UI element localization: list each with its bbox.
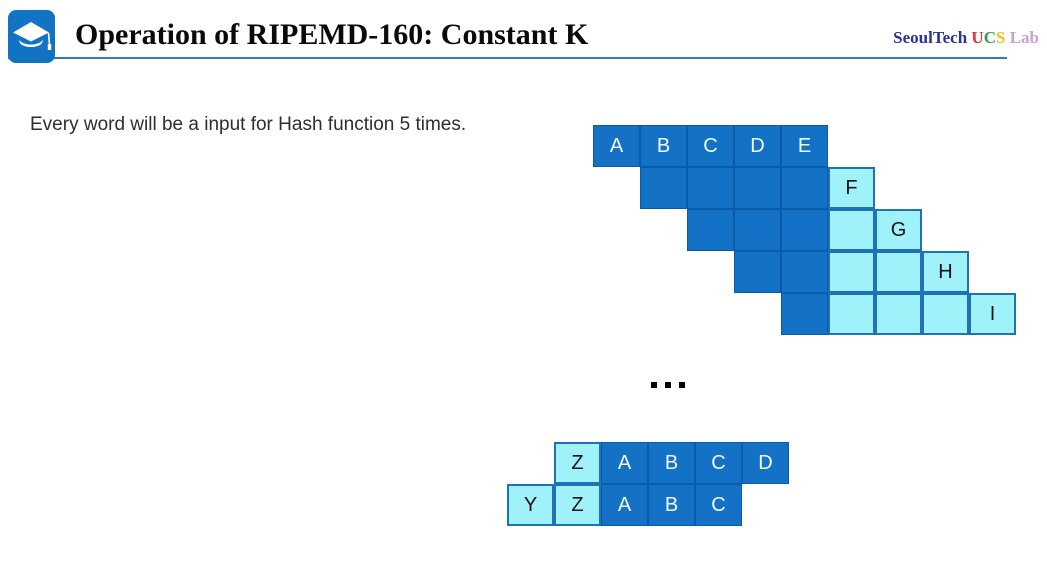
diagram-cell-h: H <box>922 251 969 293</box>
diagram-cell-a: A <box>601 484 648 526</box>
diagram-cell <box>687 167 734 209</box>
diagram-cell-c: C <box>695 442 742 484</box>
brand-part: SeoulTech <box>893 28 972 47</box>
graduation-cap-icon-svg <box>8 10 55 63</box>
brand-seoultech-ucs-lab: SeoulTech UCS Lab <box>893 28 1039 48</box>
diagram-cell <box>922 293 969 335</box>
diagram-cell <box>734 251 781 293</box>
diagram-cell-b: B <box>648 484 695 526</box>
diagram-cell <box>734 167 781 209</box>
diagram-cell-c: C <box>687 125 734 167</box>
diagram-cell-d: D <box>742 442 789 484</box>
header-divider <box>8 57 1007 59</box>
diagram-cell-g: G <box>875 209 922 251</box>
diagram-cell-b: B <box>648 442 695 484</box>
diagram-cell <box>781 167 828 209</box>
diagram-cell-e: E <box>781 125 828 167</box>
diagram-cell <box>640 167 687 209</box>
diagram-cell <box>828 251 875 293</box>
diagram-cell <box>781 251 828 293</box>
diagram-cell <box>828 209 875 251</box>
diagram-cell-i: I <box>969 293 1016 335</box>
diagram-cell-y: Y <box>507 484 554 526</box>
brand-part: U <box>971 28 984 47</box>
diagram-cell <box>781 293 828 335</box>
diagram-cell <box>781 209 828 251</box>
diagram-cell-a: A <box>601 442 648 484</box>
diagram-cell <box>828 293 875 335</box>
brand-part: S <box>995 28 1006 47</box>
diagram-cell <box>875 293 922 335</box>
diagram-cell-z: Z <box>554 484 601 526</box>
diagram-cell-c: C <box>695 484 742 526</box>
dot <box>651 382 657 388</box>
ellipsis-dots <box>651 382 685 388</box>
diagram-cell <box>687 209 734 251</box>
body-caption: Every word will be a input for Hash func… <box>30 114 467 135</box>
diagram-cell <box>875 251 922 293</box>
diagram-cell-b: B <box>640 125 687 167</box>
dot <box>679 382 685 388</box>
page-title: Operation of RIPEMD-160: Constant K <box>75 18 589 51</box>
diagram-cell-f: F <box>828 167 875 209</box>
diagram-cell-z: Z <box>554 442 601 484</box>
diagram-cell-d: D <box>734 125 781 167</box>
diagram-cell <box>734 209 781 251</box>
graduation-cap-icon <box>8 10 55 63</box>
diagram-cell-a: A <box>593 125 640 167</box>
dot <box>665 382 671 388</box>
brand-part: Lab <box>1005 28 1039 47</box>
brand-part: C <box>983 28 996 47</box>
